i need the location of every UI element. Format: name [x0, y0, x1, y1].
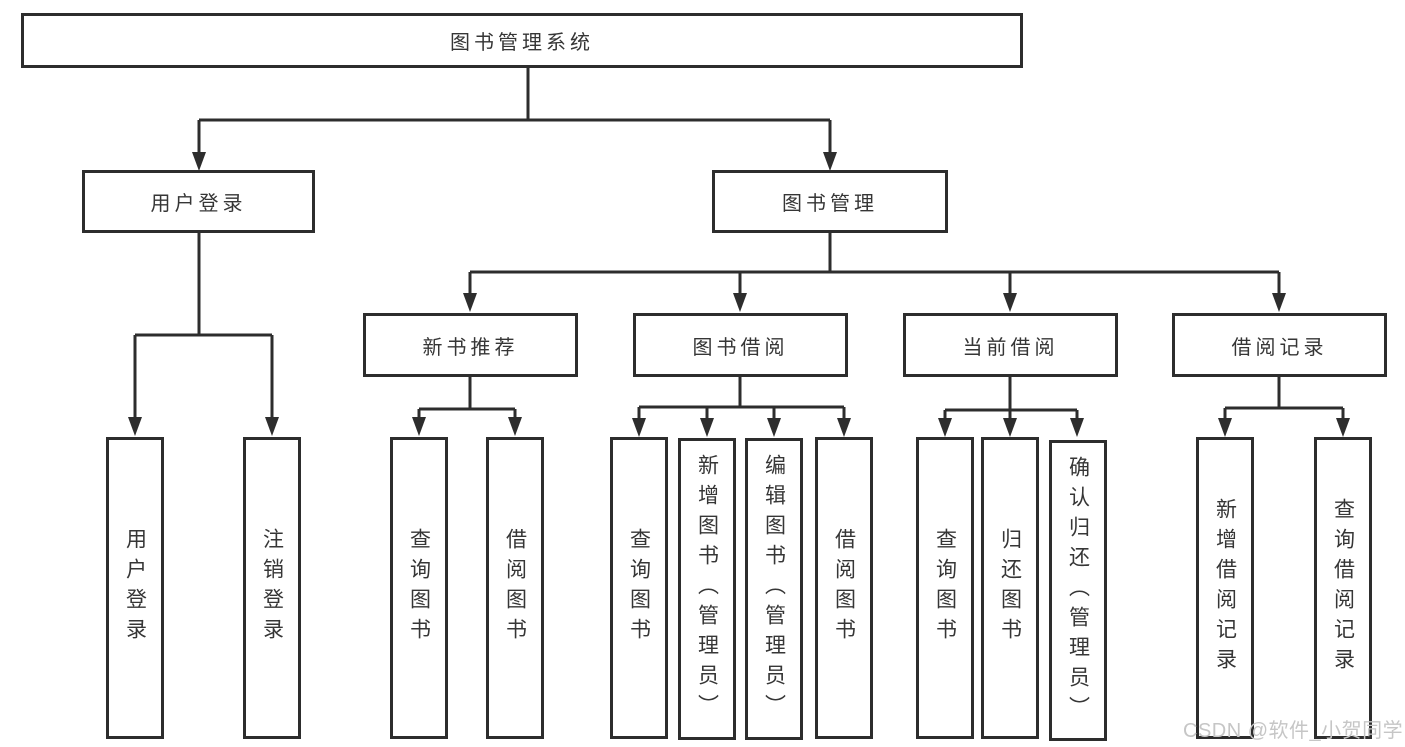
csdn-watermark: CSDN @软件_小贺同学 [1183, 720, 1404, 742]
leaf-records-query-record: 查询借阅记录 [1314, 437, 1372, 739]
arrowhead [463, 293, 477, 312]
arrowhead [1070, 418, 1084, 437]
arrowhead [837, 418, 851, 437]
node-label: 图书管理 [782, 193, 878, 215]
node-current-borrow: 当前借阅 [903, 313, 1118, 377]
node-new-book-recommend: 新书推荐 [363, 313, 578, 377]
arrowhead [700, 418, 714, 437]
node-label: 新增借阅记录 [1213, 498, 1237, 678]
node-label: 借阅记录 [1231, 336, 1328, 359]
node-label: 确认归还（管理员） [1066, 455, 1090, 726]
node-label: 当前借阅 [962, 336, 1059, 359]
arrowhead [1003, 293, 1017, 312]
wire-borrow-records [1223, 377, 1345, 421]
leaf-current-return-books: 归还图书 [981, 437, 1039, 739]
node-label: 编辑图书（管理员） [762, 454, 786, 724]
node-book-borrow: 图书借阅 [633, 313, 848, 377]
node-label: 新增图书（管理员） [695, 454, 719, 724]
arrowhead [1272, 293, 1286, 312]
connector-paths [133, 68, 1345, 421]
node-user-login: 用户登录 [82, 170, 315, 233]
arrowhead [412, 417, 426, 436]
leaf-borrow-borrow-books: 借阅图书 [815, 437, 873, 739]
arrowhead [733, 293, 747, 312]
node-label: 新书推荐 [422, 336, 519, 359]
leaf-user-login: 用户登录 [106, 437, 164, 739]
leaf-current-query-books: 查询图书 [916, 437, 974, 739]
node-borrow-records: 借阅记录 [1172, 313, 1387, 377]
node-label: 用户登录 [123, 528, 147, 648]
arrowhead [632, 418, 646, 437]
node-library-management-system: 图书管理系统 [21, 13, 1023, 68]
wire-new-book [417, 377, 517, 421]
wire-book-management [468, 233, 1281, 296]
wire-current-borrow [943, 377, 1079, 421]
wire-book-borrow [637, 377, 846, 421]
node-label: 图书借阅 [692, 336, 789, 359]
node-book-management: 图书管理 [712, 170, 948, 233]
arrowhead [938, 418, 952, 437]
arrowhead [1336, 418, 1350, 437]
leaf-newbook-borrow-books: 借阅图书 [486, 437, 544, 739]
leaf-borrow-add-books-admin: 新增图书（管理员） [678, 438, 736, 740]
node-label: 查询图书 [933, 528, 957, 648]
arrowhead [192, 152, 206, 171]
arrowhead [265, 417, 279, 436]
node-label: 查询图书 [407, 528, 431, 648]
node-label: 注销登录 [260, 528, 284, 648]
arrowhead [128, 417, 142, 436]
node-label: 归还图书 [998, 528, 1022, 648]
arrowhead [1218, 418, 1232, 437]
wire-root [197, 68, 832, 155]
node-label: 查询图书 [627, 528, 651, 648]
leaf-newbook-query-books: 查询图书 [390, 437, 448, 739]
node-label: 图书管理系统 [450, 32, 594, 54]
leaf-current-confirm-return-admin: 确认归还（管理员） [1049, 440, 1107, 741]
node-label: 用户登录 [150, 193, 247, 215]
node-label: 查询借阅记录 [1331, 498, 1355, 678]
node-label: 借阅图书 [832, 528, 856, 648]
node-label: 借阅图书 [503, 528, 527, 648]
leaf-borrow-query-books: 查询图书 [610, 437, 668, 739]
arrowhead [508, 417, 522, 436]
arrowhead [1003, 418, 1017, 437]
leaf-records-add-record: 新增借阅记录 [1196, 437, 1254, 739]
leaf-borrow-edit-books-admin: 编辑图书（管理员） [745, 438, 803, 740]
arrowhead [767, 418, 781, 437]
arrowhead [823, 152, 837, 171]
leaf-logout: 注销登录 [243, 437, 301, 739]
wire-user-login [133, 233, 274, 420]
arrowheads [128, 152, 1350, 437]
